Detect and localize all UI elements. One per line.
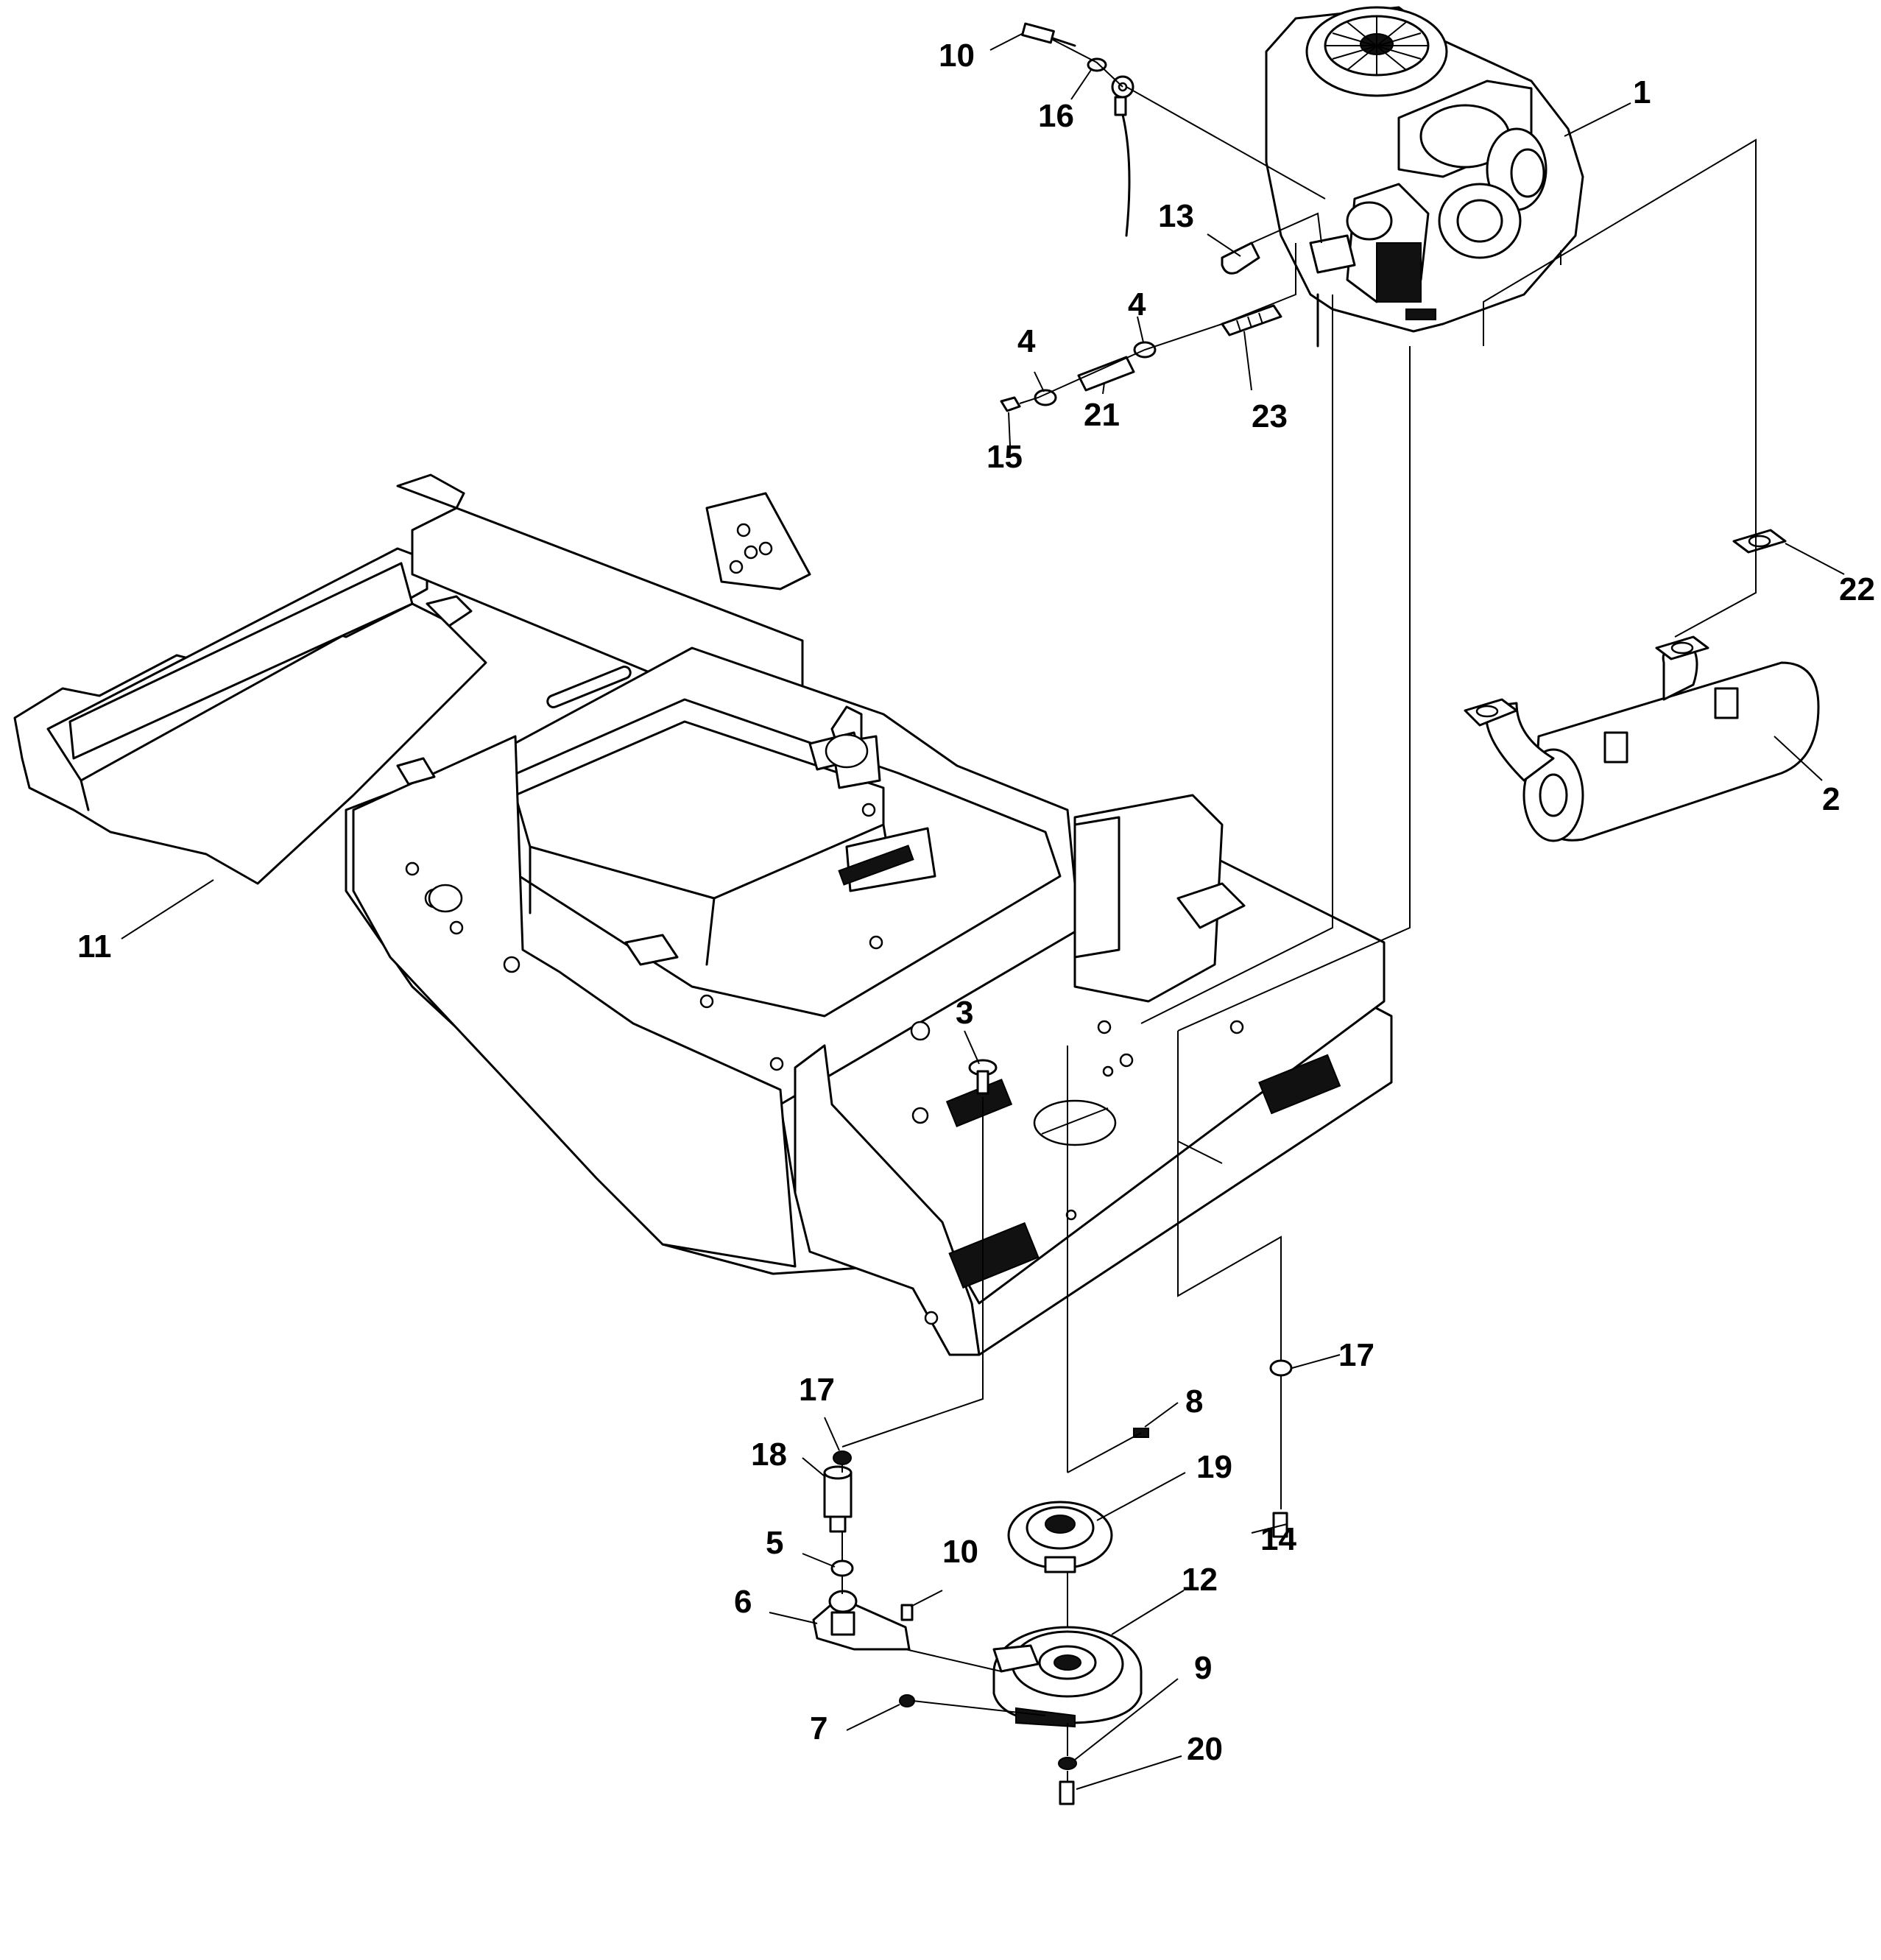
exhaust-gasket-upper bbox=[1655, 635, 1709, 660]
callout-12: 12 bbox=[1182, 1562, 1218, 1598]
bracket-6 bbox=[812, 1590, 911, 1651]
clamp-13 bbox=[1221, 242, 1260, 275]
engine bbox=[1265, 6, 1584, 348]
bolt-20 bbox=[1059, 1780, 1075, 1805]
bolt-10-lower bbox=[900, 1604, 914, 1621]
callout-4-right: 4 bbox=[1128, 286, 1146, 322]
pulley-19 bbox=[1007, 1501, 1113, 1573]
callout-5: 5 bbox=[766, 1525, 783, 1561]
washer-17-right bbox=[1269, 1359, 1293, 1377]
callout-21: 21 bbox=[1084, 397, 1120, 433]
callout-20: 20 bbox=[1187, 1731, 1223, 1767]
nut-15 bbox=[1000, 396, 1021, 412]
exhaust-gasket-22 bbox=[1732, 529, 1787, 554]
callout-23: 23 bbox=[1252, 398, 1288, 434]
callout-18: 18 bbox=[751, 1436, 787, 1473]
callout-22: 22 bbox=[1839, 571, 1875, 607]
callout-3: 3 bbox=[956, 995, 973, 1031]
exhaust-gasket-lower bbox=[1464, 698, 1518, 727]
callout-11: 11 bbox=[77, 928, 112, 965]
spacer-18 bbox=[823, 1465, 853, 1533]
washer-9 bbox=[1058, 1757, 1077, 1770]
main-frame bbox=[13, 473, 1393, 1356]
callout-1: 1 bbox=[1633, 74, 1651, 110]
callout-17-left: 17 bbox=[799, 1372, 835, 1408]
callouts: 1 2 3 4 4 5 6 7 8 9 10 10 11 12 13 14 15… bbox=[77, 38, 1875, 1767]
nut-7 bbox=[899, 1694, 915, 1707]
tube-21 bbox=[1077, 356, 1135, 392]
callout-2: 2 bbox=[1822, 781, 1840, 817]
washer-4-left bbox=[1034, 389, 1057, 406]
callout-19: 19 bbox=[1196, 1449, 1232, 1485]
leader-lines bbox=[121, 32, 1845, 1790]
callout-17-right: 17 bbox=[1338, 1337, 1374, 1373]
fitting-23 bbox=[1221, 304, 1282, 336]
muffler bbox=[1485, 643, 1820, 842]
callout-10-lower: 10 bbox=[942, 1534, 978, 1570]
callout-8: 8 bbox=[1185, 1383, 1203, 1420]
callout-9: 9 bbox=[1194, 1650, 1212, 1686]
callout-14: 14 bbox=[1260, 1521, 1296, 1557]
callout-16: 16 bbox=[1038, 98, 1074, 134]
bolt-3 bbox=[968, 1059, 998, 1095]
washer-5 bbox=[830, 1559, 854, 1577]
callout-6: 6 bbox=[734, 1584, 752, 1620]
callout-10-top: 10 bbox=[939, 38, 975, 74]
callout-13: 13 bbox=[1158, 198, 1194, 234]
callout-4-left: 4 bbox=[1017, 323, 1036, 359]
ring-terminal bbox=[1111, 75, 1134, 237]
bolt-10-top bbox=[1021, 22, 1076, 47]
washer-17-left bbox=[833, 1450, 852, 1465]
assembly-lines bbox=[841, 39, 1757, 1782]
flywheel-fins bbox=[1325, 16, 1428, 75]
callout-7: 7 bbox=[810, 1710, 827, 1746]
callout-15: 15 bbox=[987, 439, 1023, 475]
